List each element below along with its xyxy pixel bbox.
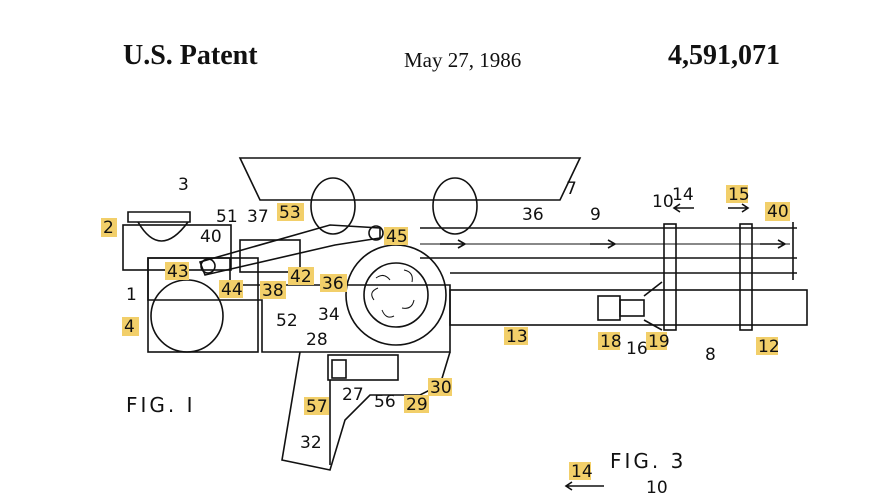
label-40: 40: [200, 227, 222, 247]
label-10-fig3: 10: [646, 478, 668, 494]
label-38: 38: [262, 281, 284, 301]
label-7: 7: [566, 179, 577, 199]
magazine-hub: [363, 262, 429, 328]
label-highlight: [320, 274, 347, 292]
figure-1-label: FIG. I: [126, 393, 196, 417]
label-highlight: [219, 280, 243, 298]
label-44: 44: [221, 280, 243, 300]
slide-right: [739, 223, 753, 331]
label-37: 37: [247, 207, 269, 227]
label-highlight: [101, 218, 117, 237]
label-highlight: [404, 395, 429, 413]
label-8: 8: [705, 345, 716, 365]
patent-title: U.S. Patent: [123, 40, 258, 71]
sight-top: [127, 211, 191, 223]
label-highlight: [598, 332, 620, 350]
magazine-vanes: [371, 269, 415, 318]
direction-arrows: [672, 203, 750, 213]
pivot-right: [368, 225, 384, 241]
lower-rail: [449, 289, 808, 326]
label-3: 3: [178, 175, 189, 195]
label-highlight: [165, 262, 189, 280]
label-highlight: [646, 332, 667, 350]
label-4: 4: [124, 317, 135, 337]
valve-left: [597, 295, 621, 321]
label-15: 15: [728, 185, 750, 205]
label-14-fig3: 14: [571, 462, 593, 482]
rotary-magazine: [345, 244, 447, 346]
label-12: 12: [758, 337, 780, 357]
figure-3-label: FIG. 3: [610, 449, 686, 473]
label-highlight: [569, 462, 591, 480]
label-highlight: [122, 317, 139, 336]
label-highlight: [260, 281, 286, 299]
patent-number: 4,591,071: [668, 40, 780, 71]
label-19: 19: [648, 332, 670, 352]
label-42: 42: [290, 267, 312, 287]
ammo-pod-left: [310, 177, 356, 235]
sight-dome: [137, 221, 189, 242]
label-highlight: [428, 378, 452, 396]
label-highlight: [765, 202, 790, 221]
label-14: 14: [672, 185, 694, 205]
label-highlight: [756, 337, 778, 355]
label-45: 45: [386, 227, 408, 247]
label-40-muzzle: 40: [767, 202, 789, 222]
label-27: 27: [342, 385, 364, 405]
slide-left: [663, 223, 677, 331]
label-36-barrel: 36: [522, 205, 544, 225]
label-32: 32: [300, 433, 322, 453]
motor-housing: [147, 257, 259, 353]
valve-arms: [643, 281, 663, 331]
fig3-arrow: [564, 481, 604, 491]
label-28: 28: [306, 330, 328, 350]
label-30: 30: [430, 378, 452, 398]
label-highlight: [277, 203, 304, 221]
label-18: 18: [600, 332, 622, 352]
label-52: 52: [276, 311, 298, 331]
label-34: 34: [318, 305, 340, 325]
label-highlight: [384, 227, 408, 245]
label-36: 36: [322, 274, 344, 294]
label-highlight: [304, 397, 329, 415]
valve-spring: [619, 299, 645, 317]
label-2: 2: [103, 218, 114, 238]
label-9: 9: [590, 205, 601, 225]
pivot-left: [200, 258, 216, 274]
patent-date: May 27, 1986: [404, 48, 522, 72]
spring-box: [331, 359, 347, 379]
ammo-pod-right: [432, 177, 478, 235]
label-16: 16: [626, 339, 648, 359]
label-highlight: [504, 327, 528, 345]
label-56: 56: [374, 392, 396, 412]
motor-circle: [150, 279, 224, 353]
label-57: 57: [306, 397, 328, 417]
label-13: 13: [506, 327, 528, 347]
label-1: 1: [126, 285, 137, 305]
label-53: 53: [279, 203, 301, 223]
label-51: 51: [216, 207, 238, 227]
label-10: 10: [652, 192, 674, 212]
label-highlight: [726, 185, 748, 203]
label-29: 29: [406, 395, 428, 415]
hopper: [238, 157, 582, 201]
trigger-block: [327, 354, 399, 381]
flow-arrows: [440, 239, 787, 249]
label-highlight: [288, 267, 314, 285]
actuator-cylinder: [239, 239, 301, 273]
label-43: 43: [167, 262, 189, 282]
